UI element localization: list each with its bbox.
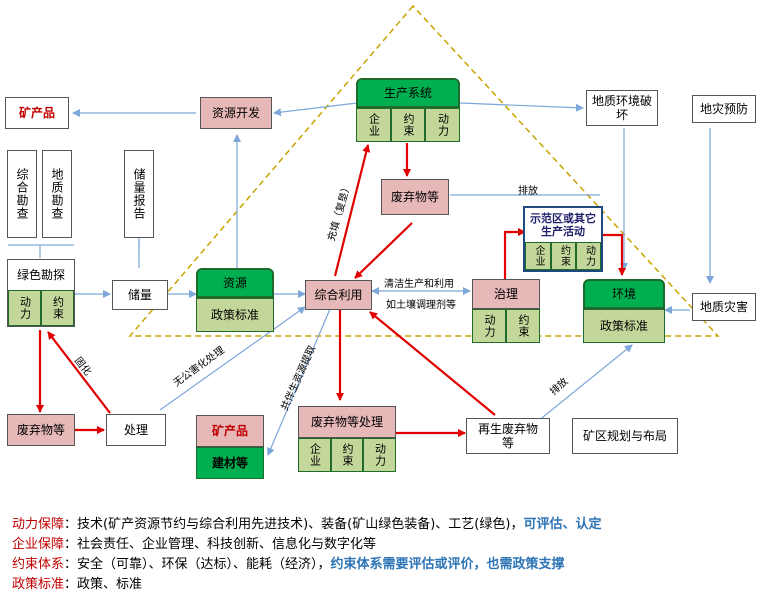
cell-constraint: 约束 xyxy=(331,438,363,472)
legend-row: 约束体系：安全（可靠）、环保（达标）、能耗（经济），约束体系需要评估或评价，也需… xyxy=(12,555,601,575)
legend-key: 约束体系 xyxy=(12,557,65,572)
waste-treatment-group: 废弃物等处理 企业 约束 动力 xyxy=(298,406,396,472)
waste-top-node: 废弃物等 xyxy=(381,179,449,215)
geo-disaster-prevention-node: 地灾预防 xyxy=(692,95,756,123)
label-discharge-top: 排放 xyxy=(518,186,538,197)
legend-row: 企业保障：社会责任、企业管理、科技创新、信息化与数字化等 xyxy=(12,535,601,555)
mineral-product-left-node: 矿产品 xyxy=(5,97,69,129)
cell-constraint: 约束 xyxy=(391,108,425,142)
governance-group: 治理 动力 约束 xyxy=(472,279,540,343)
legend-row: 动力保障：技术(矿产资源节约与综合利用先进技术)、装备(矿山绿色装备)、工艺(绿… xyxy=(12,515,601,535)
cell-constraint: 约束 xyxy=(41,290,74,326)
mineral-product-bottom: 矿产品 xyxy=(196,415,264,447)
disposal-node: 处理 xyxy=(106,414,166,446)
cell-dynamic: 动力 xyxy=(576,242,601,270)
cell-enterprise: 企业 xyxy=(298,438,331,472)
legend-key: 动力保障 xyxy=(12,517,65,532)
cell-enterprise: 企业 xyxy=(525,242,551,270)
product-group: 矿产品 建材等 xyxy=(196,415,264,479)
legend-text: ：政策、标准 xyxy=(64,577,143,592)
building-material: 建材等 xyxy=(196,447,264,479)
resource-header: 资源 xyxy=(196,268,274,298)
resource-policy-standard: 政策标准 xyxy=(196,298,274,332)
environment-group: 环境 政策标准 xyxy=(583,279,665,343)
legend-text: ：社会责任、企业管理、科技创新、信息化与数字化等 xyxy=(64,537,377,552)
resource-development-node: 资源开发 xyxy=(200,97,272,129)
legend-note: 可评估、认定 xyxy=(523,517,602,532)
legend-text: ：安全（可靠）、环保（达标）、能耗（经济）， xyxy=(64,557,331,572)
legend-key: 企业保障 xyxy=(12,537,65,552)
label-cleaner-production: 清洁生产和利用 xyxy=(384,279,454,290)
green-exploration-title: 绿色勘探 xyxy=(16,268,65,282)
environment-header: 环境 xyxy=(583,279,665,309)
demo-zone-title: 示范区或其它生产活动 xyxy=(530,212,596,238)
red-arrows xyxy=(36,143,626,437)
legend: 动力保障：技术(矿产资源节约与综合利用先进技术)、装备(矿山绿色装备)、工艺(绿… xyxy=(12,515,601,595)
environment-policy-standard: 政策标准 xyxy=(583,309,665,343)
geo-environment-damage-node: 地质环境破坏 xyxy=(586,90,658,126)
legend-key: 政策标准 xyxy=(12,577,65,592)
production-system-group: 生产系统 企业 约束 动力 xyxy=(356,78,460,142)
waste-treatment-header: 废弃物等处理 xyxy=(298,406,396,438)
production-system-header: 生产系统 xyxy=(356,78,460,108)
cell-enterprise: 企业 xyxy=(356,108,391,142)
geological-survey-node: 地质勘查 xyxy=(42,150,72,238)
legend-note: 约束体系需要评估或评价，也需政策支撑 xyxy=(330,557,565,572)
cell-constraint: 约束 xyxy=(551,242,576,270)
cell-dynamic: 动力 xyxy=(425,108,460,142)
comprehensive-survey-node: 综合勘查 xyxy=(7,150,37,238)
mine-planning-node: 矿区规划与布局 xyxy=(572,418,678,454)
resource-group: 资源 政策标准 xyxy=(196,268,274,332)
cell-dynamic: 动力 xyxy=(472,309,506,343)
governance-header: 治理 xyxy=(472,279,540,309)
label-soil-conditioner: 如土壤调理剂等 xyxy=(386,300,456,311)
reserve-node: 储量 xyxy=(112,280,168,310)
comprehensive-utilization-node: 综合利用 xyxy=(305,280,372,310)
cell-dynamic: 动力 xyxy=(8,290,41,326)
cell-constraint: 约束 xyxy=(506,309,540,343)
geological-disaster-node: 地质灾害 xyxy=(692,293,756,321)
green-exploration-group: 绿色勘探 动力 约束 xyxy=(7,259,75,327)
recycled-waste-node: 再生废弃物等 xyxy=(466,418,550,454)
reserve-report-node: 储量报告 xyxy=(124,150,154,238)
legend-row: 政策标准：政策、标准 xyxy=(12,575,601,595)
cell-dynamic: 动力 xyxy=(363,438,396,472)
demo-zone-group: 示范区或其它生产活动 企业 约束 动力 xyxy=(523,206,603,272)
legend-text: ：技术(矿产资源节约与综合利用先进技术)、装备(矿山绿色装备)、工艺(绿色)， xyxy=(64,517,524,532)
waste-left-node: 废弃物等 xyxy=(7,414,75,446)
